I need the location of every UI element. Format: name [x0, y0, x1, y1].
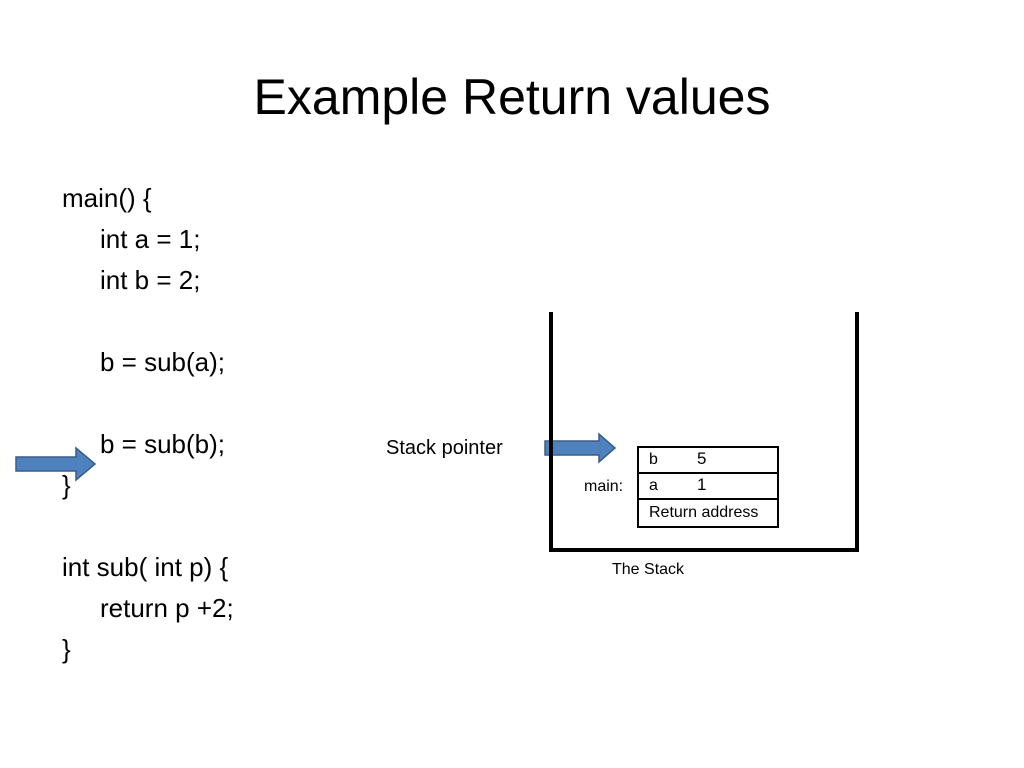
variable-value: 5 [697, 449, 707, 468]
code-line: return p +2; [100, 593, 234, 623]
stack-container [549, 312, 859, 552]
code-line: main() { [62, 183, 152, 213]
code-line: b = sub(b); [100, 429, 226, 459]
variable-name: a [649, 477, 658, 494]
stack-cell: a 1 [637, 472, 779, 500]
code-line: int b = 2; [100, 265, 201, 295]
right-arrow-icon [15, 446, 97, 482]
stack-pointer-label: Stack pointer [386, 437, 503, 459]
stack-row-b: b 5 [637, 446, 779, 474]
variable-value: 1 [697, 475, 707, 494]
stack-frame: b 5 a 1 Return address [637, 446, 779, 528]
code-line: int a = 1; [100, 224, 201, 254]
return-address-cell: Return address [637, 498, 779, 528]
right-arrow-icon [544, 432, 617, 464]
stack-cell: b 5 [637, 446, 779, 474]
code-line: b = sub(a); [100, 347, 226, 377]
stack-row-return: Return address [637, 498, 779, 528]
stack-caption: The Stack [612, 561, 685, 578]
code-line-blank [62, 301, 362, 342]
variable-name: b [649, 451, 658, 468]
code-line: } [62, 634, 71, 664]
code-line: int sub( int p) { [62, 552, 229, 582]
frame-label: main: [584, 478, 624, 495]
code-line-blank [62, 383, 362, 424]
code-block: main() { int a = 1; int b = 2; b = sub(a… [62, 178, 362, 670]
code-line: } [62, 470, 71, 500]
stack-row-a: a 1 [637, 472, 779, 500]
slide-title: Example Return values [253, 69, 771, 125]
code-line-blank [62, 506, 362, 547]
